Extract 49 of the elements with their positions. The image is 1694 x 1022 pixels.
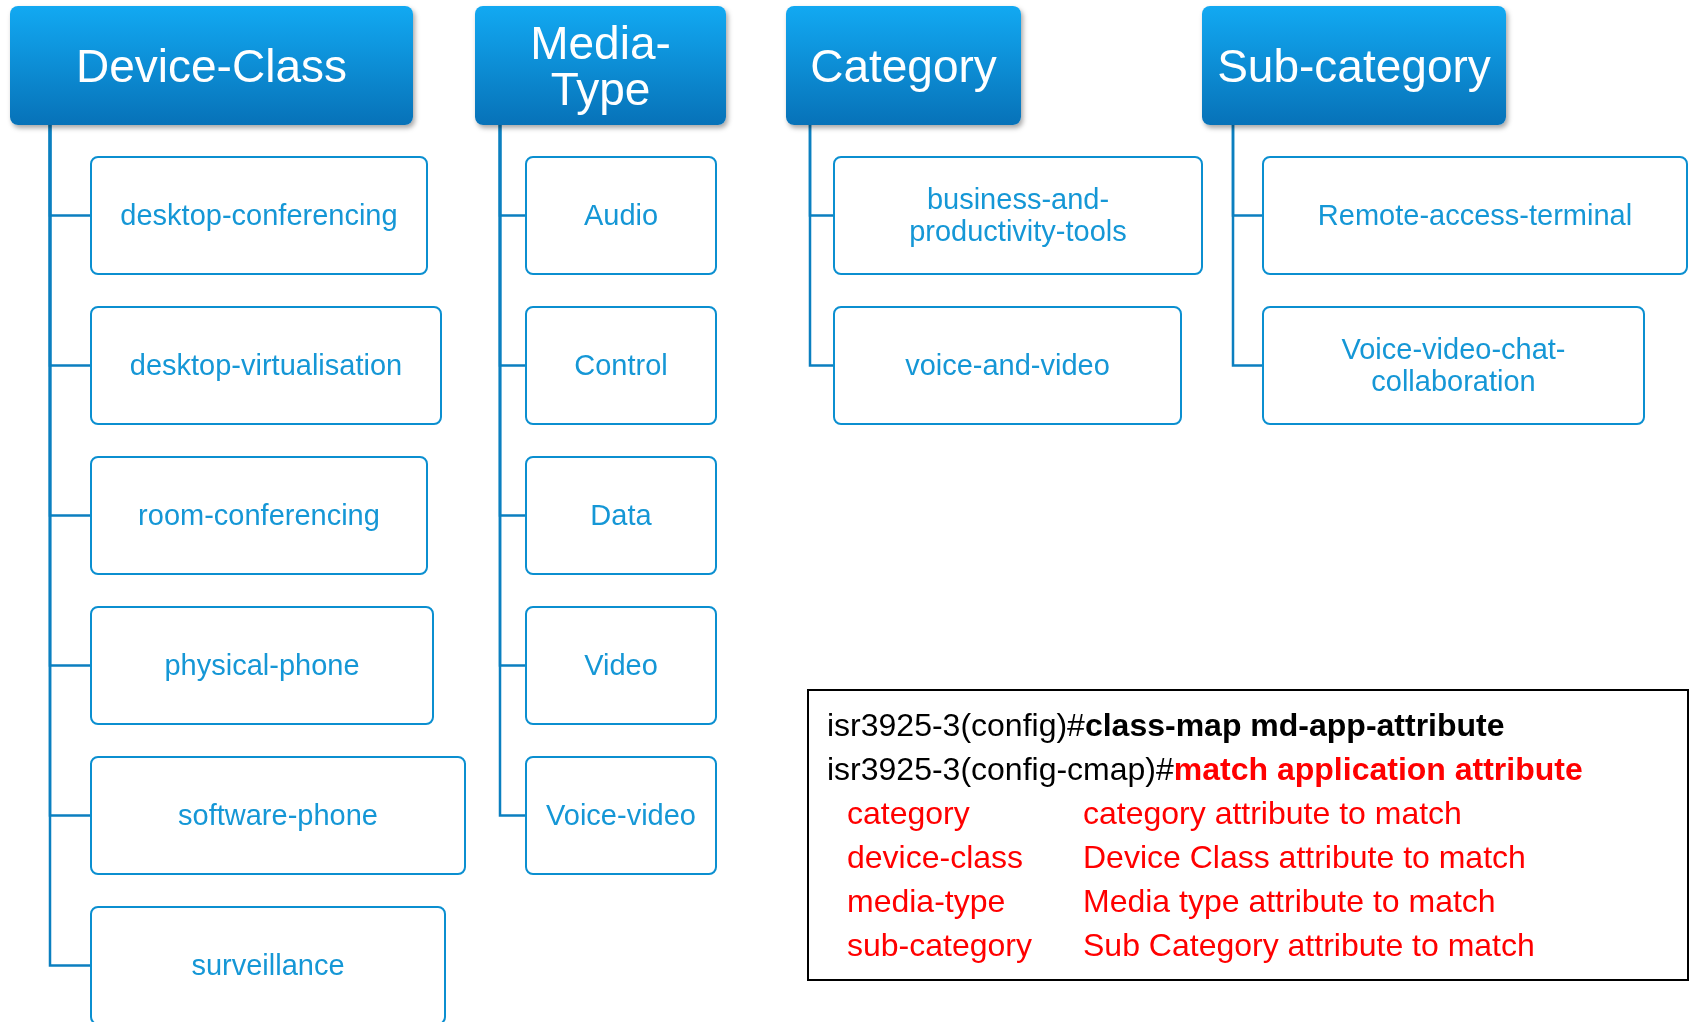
node-label: software-phone — [178, 799, 378, 832]
attribute-box — [90, 306, 442, 425]
attribute-box — [1262, 156, 1688, 275]
node-label: business-and-productivity-tools — [908, 183, 1128, 248]
option-keyword: device-class — [847, 838, 1025, 877]
command-line: isr3925-3(config-cmap)#match application attribute — [827, 750, 1584, 789]
node-label: room-conferencing — [138, 499, 380, 532]
command-line: isr3925-3(config)#class-map md-app-attribute — [827, 706, 1506, 745]
attribute-box — [90, 156, 428, 275]
node-label: Voice-video — [546, 799, 696, 832]
attribute-box — [525, 156, 717, 275]
option-description: Device Class attribute to match — [1083, 838, 1526, 877]
attribute-box — [90, 606, 434, 725]
category-header — [10, 6, 413, 125]
node-label: Remote-access-terminal — [1317, 199, 1633, 232]
attribute-box — [90, 756, 466, 875]
node-label: surveillance — [191, 949, 345, 982]
category-header — [786, 6, 1021, 125]
attribute-box — [525, 606, 717, 725]
category-header — [475, 6, 726, 125]
node-label: Video — [584, 649, 658, 682]
option-keyword: category — [847, 794, 971, 833]
connector-line — [1231, 125, 1262, 367]
attribute-box — [1262, 306, 1645, 425]
attribute-box — [525, 456, 717, 575]
attribute-box — [525, 756, 717, 875]
attribute-box — [90, 456, 428, 575]
node-label: Audio — [583, 199, 659, 232]
connector-line — [48, 125, 90, 967]
node-label: desktop-virtualisation — [129, 349, 403, 382]
option-description: Media type attribute to match — [1083, 882, 1496, 921]
node-label: physical-phone — [164, 649, 360, 682]
node-label: Data — [590, 499, 652, 532]
node-label: voice-and-video — [905, 349, 1110, 382]
option-description: Sub Category attribute to match — [1083, 926, 1535, 965]
attribute-box — [833, 156, 1203, 275]
node-label: Control — [574, 349, 668, 382]
option-description: category attribute to match — [1083, 794, 1462, 833]
node-label: Device-Class — [76, 42, 347, 89]
attribute-box — [833, 306, 1182, 425]
node-label: Voice-video-chat-collaboration — [1340, 333, 1567, 398]
option-keyword: media-type — [847, 882, 1007, 921]
category-header — [1202, 6, 1506, 125]
connector-line — [808, 125, 833, 367]
attribute-box — [525, 306, 717, 425]
node-label: desktop-conferencing — [120, 199, 398, 232]
attribute-box — [90, 906, 446, 1022]
option-keyword: sub-category — [847, 926, 1033, 965]
connector-line — [498, 125, 525, 817]
